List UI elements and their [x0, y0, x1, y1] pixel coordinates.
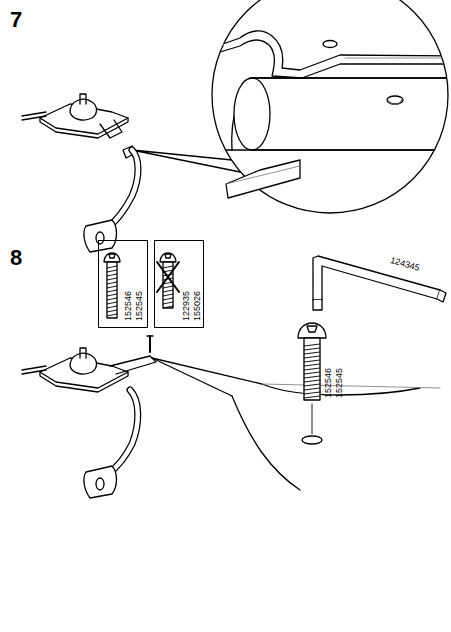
screw-thread	[163, 294, 173, 296]
screw-thread	[107, 306, 117, 308]
screw	[298, 323, 326, 400]
screw-thread	[304, 364, 320, 366]
screw-thread	[304, 356, 320, 358]
screw-thread	[163, 270, 173, 272]
screw-thread	[163, 290, 173, 292]
screw-thread	[304, 388, 320, 390]
screw-thread	[107, 290, 117, 292]
screw-thread	[107, 314, 117, 316]
screw-thread	[107, 278, 117, 280]
screw-thread	[304, 376, 320, 378]
step-number: 7	[10, 8, 22, 31]
screw-thread	[107, 282, 117, 284]
screw-thread	[107, 302, 117, 304]
screw-thread	[107, 270, 117, 272]
screw-thread	[163, 266, 173, 268]
wrong-screw	[157, 253, 179, 308]
screw-thread	[163, 298, 173, 300]
allen-key	[313, 256, 446, 310]
part-number: 155026	[192, 291, 202, 321]
part-number: 152546	[123, 291, 133, 321]
part-box: 152546152545	[98, 240, 148, 328]
part-number: 124345	[389, 255, 421, 273]
screw-thread	[163, 282, 173, 284]
screw-thread	[304, 380, 320, 382]
part-number: 152546	[323, 368, 333, 398]
step-number: 8	[10, 246, 22, 269]
screw-thread	[163, 278, 173, 280]
part-box: 122935155026	[154, 240, 204, 328]
screw-thread	[163, 286, 173, 288]
zoom-callout	[152, 358, 440, 490]
screw-thread	[304, 392, 320, 394]
screw-thread	[107, 294, 117, 296]
part-number: 152545	[334, 368, 344, 398]
screw-thread	[107, 286, 117, 288]
screw-thread	[163, 306, 173, 308]
screw-thread	[163, 274, 173, 276]
armrest-assembly	[22, 94, 138, 252]
screw-thread	[107, 310, 117, 312]
screw-thread	[304, 360, 320, 362]
screw-thread	[304, 396, 320, 398]
screw-thread	[304, 368, 320, 370]
armrest-assembly	[22, 336, 156, 498]
screw-thread	[304, 372, 320, 374]
screw-thread	[304, 348, 320, 350]
part-number: 152545	[134, 291, 144, 321]
zoom-callout	[132, 0, 451, 213]
screw-thread	[107, 274, 117, 276]
screw-thread	[107, 266, 117, 268]
screw-thread	[304, 352, 320, 354]
screw-thread	[304, 384, 320, 386]
screw-thread	[304, 344, 320, 346]
correct-screw	[104, 253, 120, 318]
part-number: 122935	[181, 291, 191, 321]
screw-thread	[163, 302, 173, 304]
screw-thread	[107, 298, 117, 300]
